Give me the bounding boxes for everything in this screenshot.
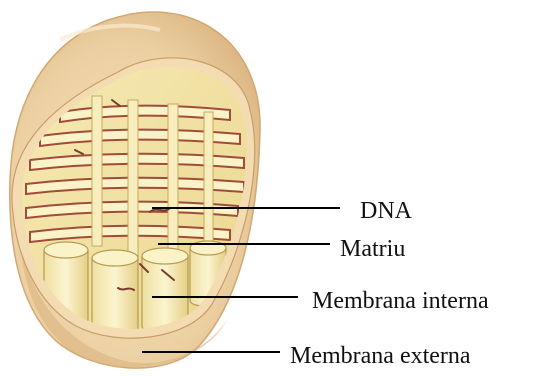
label-inner-membrane: Membrana interna [312, 289, 489, 313]
label-dna: DNA [360, 199, 412, 223]
label-matrix: Matriu [340, 237, 405, 261]
label-outer-membrane: Membrana externa [290, 344, 471, 368]
